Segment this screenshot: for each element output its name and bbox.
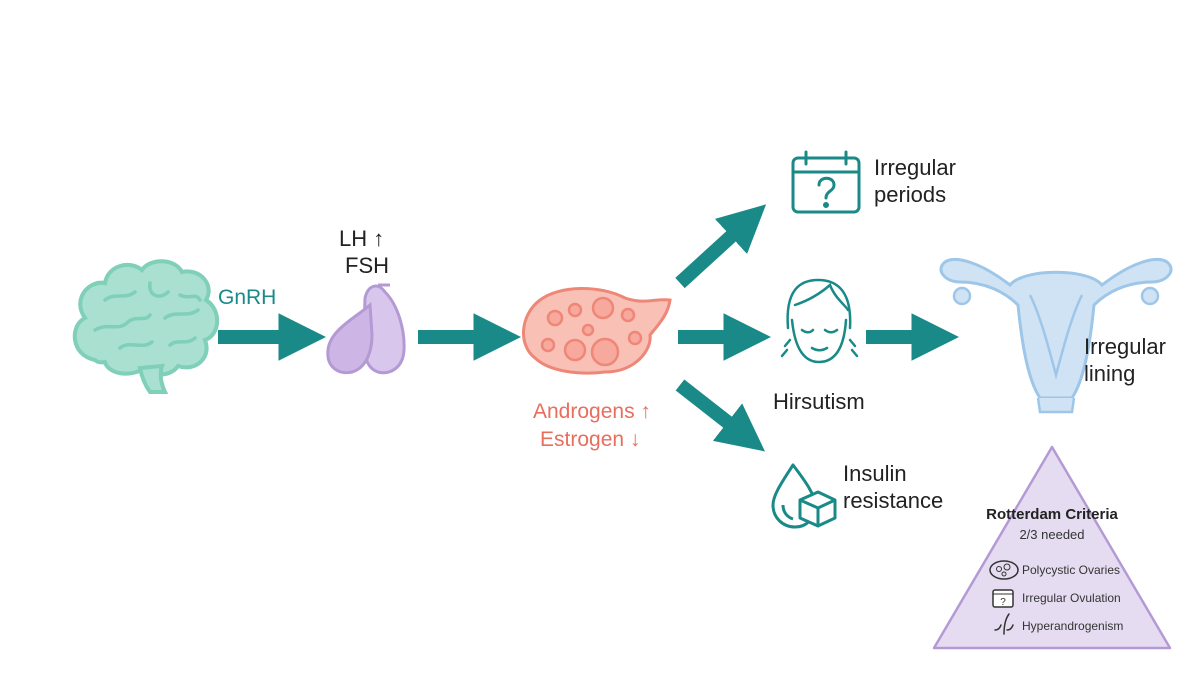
polycystic-ovaries-mini-icon	[989, 560, 1019, 580]
brain-icon	[72, 259, 220, 394]
criteria-hyperandrogenism: Hyperandrogenism	[1022, 619, 1124, 633]
estrogen-label: Estrogen ↓	[540, 428, 641, 451]
hyperandrogenism-mini-icon	[994, 613, 1014, 635]
insulin-resistance-label-line2: resistance	[843, 488, 944, 513]
criteria-polycystic-ovaries: Polycystic Ovaries	[1022, 563, 1121, 577]
irregular-periods-label-line2: periods	[874, 182, 947, 207]
polycystic-ovary-icon	[522, 287, 672, 375]
pituitary-gland-icon	[326, 283, 406, 375]
irregular-ovulation-mini-icon: ?	[992, 589, 1014, 608]
irregular-lining-label-line1: Irregular	[1084, 334, 1166, 359]
irregular-lining-label-line2: lining	[1084, 361, 1136, 386]
rotterdam-subtitle: 2/3 needed	[1019, 527, 1085, 542]
svg-text:?: ?	[1000, 597, 1006, 608]
arrow-ovary-to-insulin	[675, 379, 765, 452]
insulin-resistance-label-line1: Insulin	[843, 461, 907, 486]
arrow-ovary-to-periods	[675, 204, 767, 289]
gnrh-label: GnRH	[218, 286, 277, 309]
face-icon	[780, 278, 859, 364]
fsh-label: FSH	[345, 253, 389, 278]
lh-label: LH ↑	[339, 226, 385, 251]
rotterdam-title: Rotterdam Criteria	[986, 506, 1118, 523]
irregular-periods-label-line1: Irregular	[874, 155, 956, 180]
calendar-question-icon	[791, 150, 861, 214]
hirsutism-label: Hirsutism	[773, 389, 865, 414]
uterus-icon	[939, 257, 1173, 414]
insulin-droplet-cube-icon	[771, 463, 837, 529]
rotterdam-criteria-triangle	[932, 445, 1172, 650]
criteria-irregular-ovulation: Irregular Ovulation	[1022, 591, 1121, 605]
androgens-label: Androgens ↑	[533, 400, 651, 423]
